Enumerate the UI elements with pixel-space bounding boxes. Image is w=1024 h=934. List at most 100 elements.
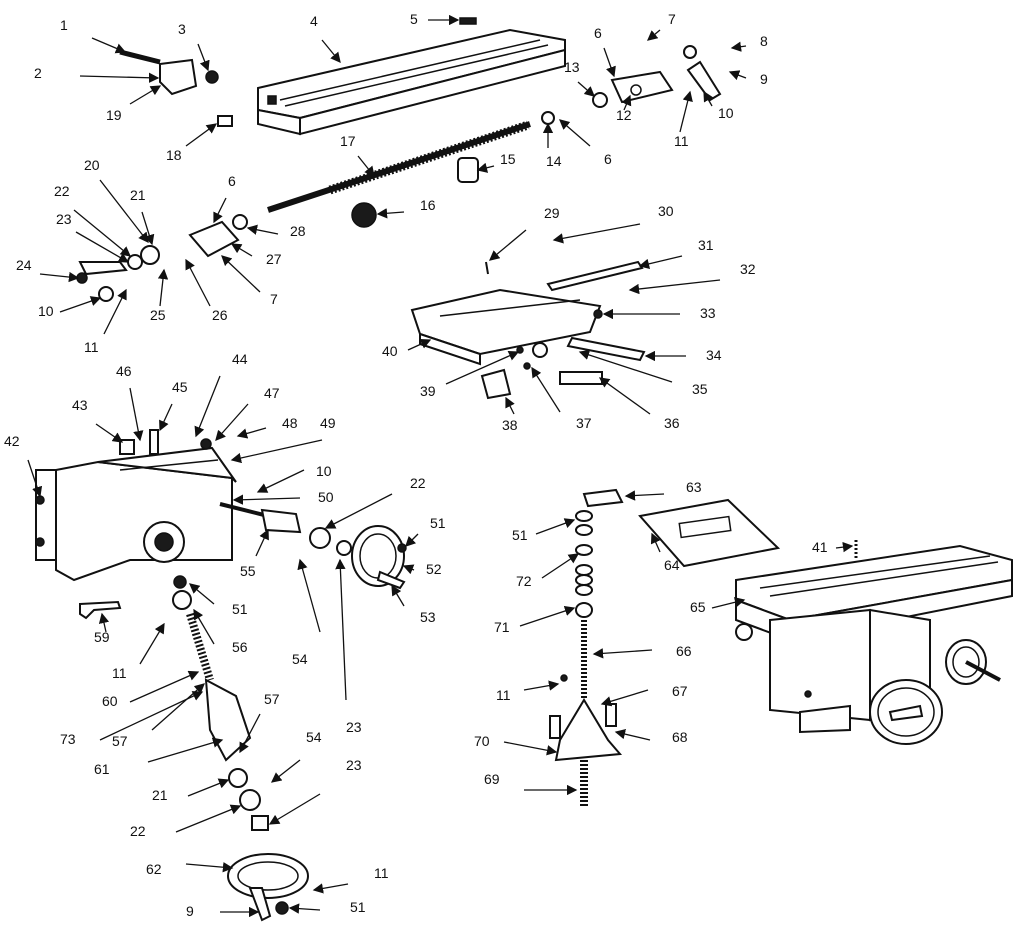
callout-label: 51 [350,899,366,915]
leader-line [728,70,747,81]
callout-label: 21 [130,187,146,203]
leader-line [157,268,169,307]
callout-label: 20 [84,157,100,173]
callout-label: 17 [340,133,356,149]
leader-line [600,689,649,707]
callout-label: 71 [494,619,510,635]
stud-assembly [549,488,781,806]
callout-label: 14 [546,153,562,169]
leader-line [592,648,653,659]
bearing-part [592,92,608,108]
leader-line [559,119,591,147]
callout-label: 23 [346,757,362,773]
leader-line [638,255,683,269]
leader-line [321,39,341,64]
leader-line [159,403,173,432]
callout-label: 25 [150,307,166,323]
callout-label: 6 [604,151,612,167]
callout-label: 39 [420,383,436,399]
callout-label: 67 [672,683,688,699]
leader-line [193,608,215,645]
callout-label: 56 [232,639,248,655]
leader-line [445,350,520,385]
callout-label: 3 [178,21,186,37]
small-screw-part [459,17,477,25]
screw-part [217,115,233,127]
leader-line [194,375,221,438]
callout-label: 68 [672,729,688,745]
callout-label: 10 [718,105,734,121]
callout-label: 65 [690,599,706,615]
leader-line [624,490,665,501]
callout-label: 45 [172,379,188,395]
callout-label: 48 [282,415,298,431]
base-assembly [35,429,407,922]
assembled-machine [735,540,1013,745]
leader-line [98,612,110,633]
callout-label: 24 [16,257,32,273]
callout-label: 22 [54,183,70,199]
callout-label: 47 [264,385,280,401]
leader-line [73,209,132,257]
dial-part [140,245,160,265]
leader-line [505,396,515,415]
callout-label: 60 [102,693,118,709]
leader-line [679,90,693,133]
leader-line [312,883,349,894]
leader-line [835,541,854,553]
callout-label: 73 [60,731,76,747]
callout-label: 50 [318,489,334,505]
leader-line [255,528,269,557]
table-assembly [76,17,722,302]
saddle-assembly [410,260,646,400]
callout-label: 23 [346,719,362,735]
leader-line [147,737,224,763]
callout-label: 57 [112,733,128,749]
saddle-nut [480,368,512,400]
leader-line [129,387,144,442]
leader-line [39,271,80,283]
callout-label: 32 [740,261,756,277]
callout-label: 31 [698,237,714,253]
leader-line [91,37,127,54]
callout-label: 16 [420,197,436,213]
leader-line [256,469,305,493]
leader-line [391,584,405,607]
callout-label: 11 [374,865,389,881]
gib-lower [566,336,646,362]
leader-line [151,683,205,731]
leader-line [288,903,321,914]
nut-part [205,70,219,84]
handle-part [686,60,722,102]
leader-line [99,179,149,244]
leader-line [129,670,200,703]
callout-label: 35 [692,381,708,397]
machine-handwheel-side [945,639,1001,685]
leader-line [541,553,580,579]
callout-label: 46 [116,363,132,379]
callout-label: 52 [426,561,442,577]
callout-label: 30 [658,203,674,219]
callout-label: 44 [232,351,248,367]
leader-line [598,377,651,415]
leader-line [650,532,661,553]
callout-label: 8 [760,33,768,49]
callout-label: 11 [112,665,127,681]
leader-line [614,729,651,741]
callout-label: 70 [474,733,490,749]
leader-line [141,211,155,246]
leader-line [730,41,747,52]
leader-line [489,229,527,261]
machine-handwheel-front [869,679,943,745]
handwheel-bottom [227,853,309,922]
callout-label: 41 [812,539,828,555]
callout-label: 19 [106,107,122,123]
leader-line [297,558,321,633]
callout-label: 27 [266,251,282,267]
callout-label: 10 [316,463,332,479]
leader-line [236,427,267,439]
leader-line [215,403,249,441]
leader-line [503,741,558,756]
callout-label: 64 [664,557,680,573]
leader-line [239,713,261,754]
